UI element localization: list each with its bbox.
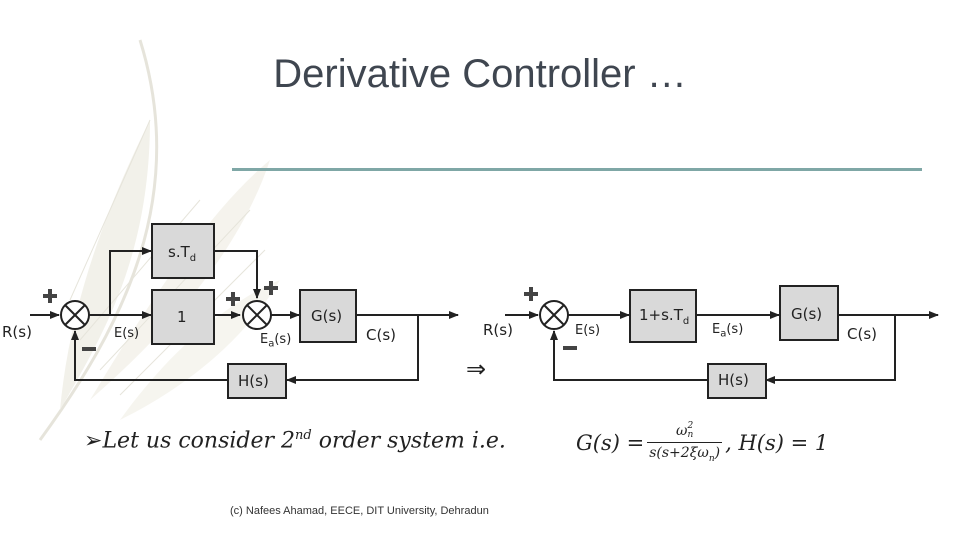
- left-branch-to-derivative: [109, 247, 152, 315]
- right-actuating-arg: (s): [726, 322, 744, 337]
- minus-icon: [82, 347, 96, 351]
- equation-h-part: , H(s) = 1: [725, 430, 829, 455]
- left-actuating-text: E: [260, 332, 269, 347]
- left-error-label: E(s): [114, 326, 140, 341]
- left-actuating-arg: (s): [274, 332, 292, 347]
- left-gain-label: 1: [177, 308, 187, 326]
- right-feedback-block: [707, 363, 767, 399]
- right-actuating-sub: a: [720, 328, 727, 340]
- right-feedback-path: [765, 315, 896, 384]
- equation-numerator-text: ω: [676, 423, 688, 439]
- left-actuating-sub: a: [268, 338, 275, 350]
- left-feedback-label: H(s): [238, 372, 269, 390]
- left-output-label: C(s): [366, 326, 396, 344]
- bullet-text-a: Let us consider 2: [102, 428, 296, 454]
- right-controller-sub: d: [682, 316, 690, 327]
- right-feedback-label: H(s): [718, 371, 749, 389]
- equation-num-sub: n: [687, 430, 694, 440]
- equation-g-lhs: G(s) =: [576, 430, 645, 455]
- equation-denominator-text: s(s+2ξω: [649, 445, 709, 461]
- right-input-label: R(s): [483, 321, 513, 339]
- equation-den-close: ): [714, 445, 721, 461]
- bullet-superscript: nd: [295, 428, 312, 443]
- bullet-text-b: order system i.e.: [311, 428, 506, 454]
- right-controller-label: 1+s.Td: [639, 306, 689, 327]
- bullet-statement: ➢Let us consider 2nd order system i.e.: [84, 428, 506, 453]
- plus-icon: [264, 281, 278, 295]
- left-plant-label: G(s): [311, 307, 343, 325]
- implies-arrow: ⇒: [466, 355, 487, 383]
- minus-icon: [563, 346, 577, 350]
- right-output-label: C(s): [847, 325, 877, 343]
- feather-shaft: [38, 39, 159, 441]
- right-actuating-label: Ea(s): [712, 322, 743, 340]
- left-derivative-to-sum: [214, 250, 261, 299]
- right-controller-block: [629, 289, 697, 343]
- slide-title: Derivative Controller …: [273, 52, 687, 96]
- left-derivative-label: s.Td: [168, 243, 196, 264]
- right-error-label: E(s): [575, 323, 601, 338]
- equation-den-sub: n: [708, 453, 715, 464]
- right-actuating-text: E: [712, 322, 721, 337]
- right-controller-text: 1+s.T: [639, 306, 683, 324]
- plus-icon: [524, 287, 538, 301]
- left-input-label: R(s): [2, 323, 32, 341]
- equation-denominator: s(s+2ξωn): [647, 445, 722, 464]
- fraction-bar: [647, 442, 723, 443]
- plus-icon: [226, 292, 240, 306]
- left-feedback-path: [286, 315, 419, 384]
- plus-icon: [43, 289, 57, 303]
- left-derivative-text: s.T: [168, 243, 190, 261]
- right-plant-label: G(s): [791, 305, 823, 323]
- equation-num-sup: 2: [687, 421, 694, 431]
- title-rule: [232, 168, 922, 171]
- left-actuating-label: Ea(s): [260, 332, 291, 350]
- right-feedback-to-sum: [550, 330, 708, 381]
- footer-credit: (c) Nafees Ahamad, EECE, DIT University,…: [230, 505, 489, 517]
- left-feedback-to-sum: [71, 330, 228, 381]
- left-derivative-sub: d: [189, 253, 197, 264]
- left-plant-block: [299, 289, 357, 343]
- left-gain-block: [151, 289, 215, 345]
- right-plant-block: [779, 285, 839, 341]
- bullet-marker: ➢: [84, 428, 103, 454]
